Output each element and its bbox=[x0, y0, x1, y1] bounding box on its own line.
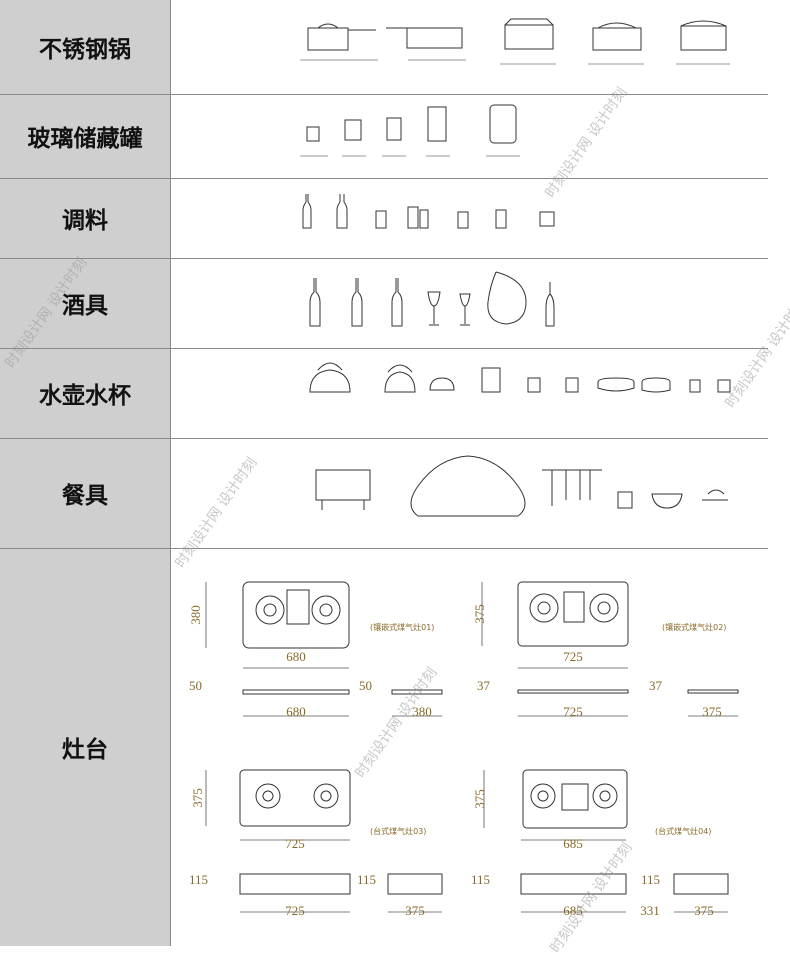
category-label-kettles: 水壶水杯 bbox=[39, 383, 131, 409]
row-divider bbox=[0, 438, 768, 439]
stove-03-caption: (台式煤气灶03) bbox=[370, 826, 426, 836]
row-divider bbox=[0, 348, 768, 349]
stove-02-width-side: 725 bbox=[563, 704, 583, 719]
stove-04-caption: (台式煤气灶04) bbox=[655, 826, 711, 836]
category-label-wine: 酒具 bbox=[62, 293, 108, 319]
seasoning-drawings bbox=[302, 194, 555, 229]
stove-04-width-side: 685 bbox=[563, 903, 583, 918]
stove-04-width: 685 bbox=[563, 836, 583, 851]
stove-04-height: 115 bbox=[471, 872, 490, 887]
pot-drawings bbox=[300, 18, 730, 65]
stove-02-side-depth: 375 bbox=[702, 704, 722, 719]
kettle-drawings bbox=[309, 362, 731, 393]
category-label-tableware: 餐具 bbox=[62, 483, 108, 509]
stove-04-side-depth: 375 bbox=[694, 903, 714, 918]
row-divider bbox=[0, 548, 768, 549]
wine-drawings bbox=[309, 271, 555, 327]
category-label-jars: 玻璃储藏罐 bbox=[27, 126, 143, 152]
stove-03-side-depth: 375 bbox=[405, 903, 425, 918]
row-divider bbox=[0, 94, 768, 95]
category-label-pots: 不锈钢锅 bbox=[39, 37, 131, 63]
stove-02-depth: 375 bbox=[472, 604, 487, 624]
stove-01-drawing bbox=[242, 581, 443, 695]
stove-01-caption: (镶嵌式煤气灶01) bbox=[370, 622, 434, 632]
jar-drawings bbox=[300, 104, 520, 157]
stove-02-width: 725 bbox=[563, 649, 583, 664]
category-label-seasoning: 调料 bbox=[62, 208, 108, 234]
stove-03-depth: 375 bbox=[190, 788, 205, 808]
stove-04-height-side: 115 bbox=[641, 872, 660, 887]
stove-04-depth: 375 bbox=[472, 789, 487, 809]
stove-03-height: 115 bbox=[189, 872, 208, 887]
row-divider bbox=[0, 258, 768, 259]
category-column bbox=[0, 0, 170, 946]
column-divider bbox=[170, 0, 171, 946]
stove-03-width: 725 bbox=[285, 836, 305, 851]
stove-01-width-side: 680 bbox=[286, 704, 306, 719]
stove-03-width-side: 725 bbox=[285, 903, 305, 918]
stove-02-caption: (镶嵌式煤气灶02) bbox=[662, 622, 726, 632]
stove-03-height-side: 115 bbox=[357, 872, 376, 887]
row-divider bbox=[0, 178, 768, 179]
stove-04-extra: 331 bbox=[640, 903, 660, 918]
tableware-drawings bbox=[315, 455, 728, 517]
stove-01-side-depth: 380 bbox=[412, 704, 432, 719]
stove-02-height: 37 bbox=[477, 678, 491, 693]
stove-04-drawing bbox=[520, 769, 729, 895]
stove-01-height-side: 50 bbox=[359, 678, 372, 693]
stove-01-height: 50 bbox=[189, 678, 202, 693]
stove-02-height-side: 37 bbox=[649, 678, 663, 693]
stove-01-depth: 380 bbox=[188, 605, 203, 625]
dimension-lines bbox=[205, 582, 738, 913]
stove-01-width: 680 bbox=[286, 649, 306, 664]
category-label-stoves: 灶台 bbox=[62, 737, 108, 763]
stove-03-drawing bbox=[239, 769, 443, 895]
stove-02-drawing bbox=[517, 581, 739, 694]
